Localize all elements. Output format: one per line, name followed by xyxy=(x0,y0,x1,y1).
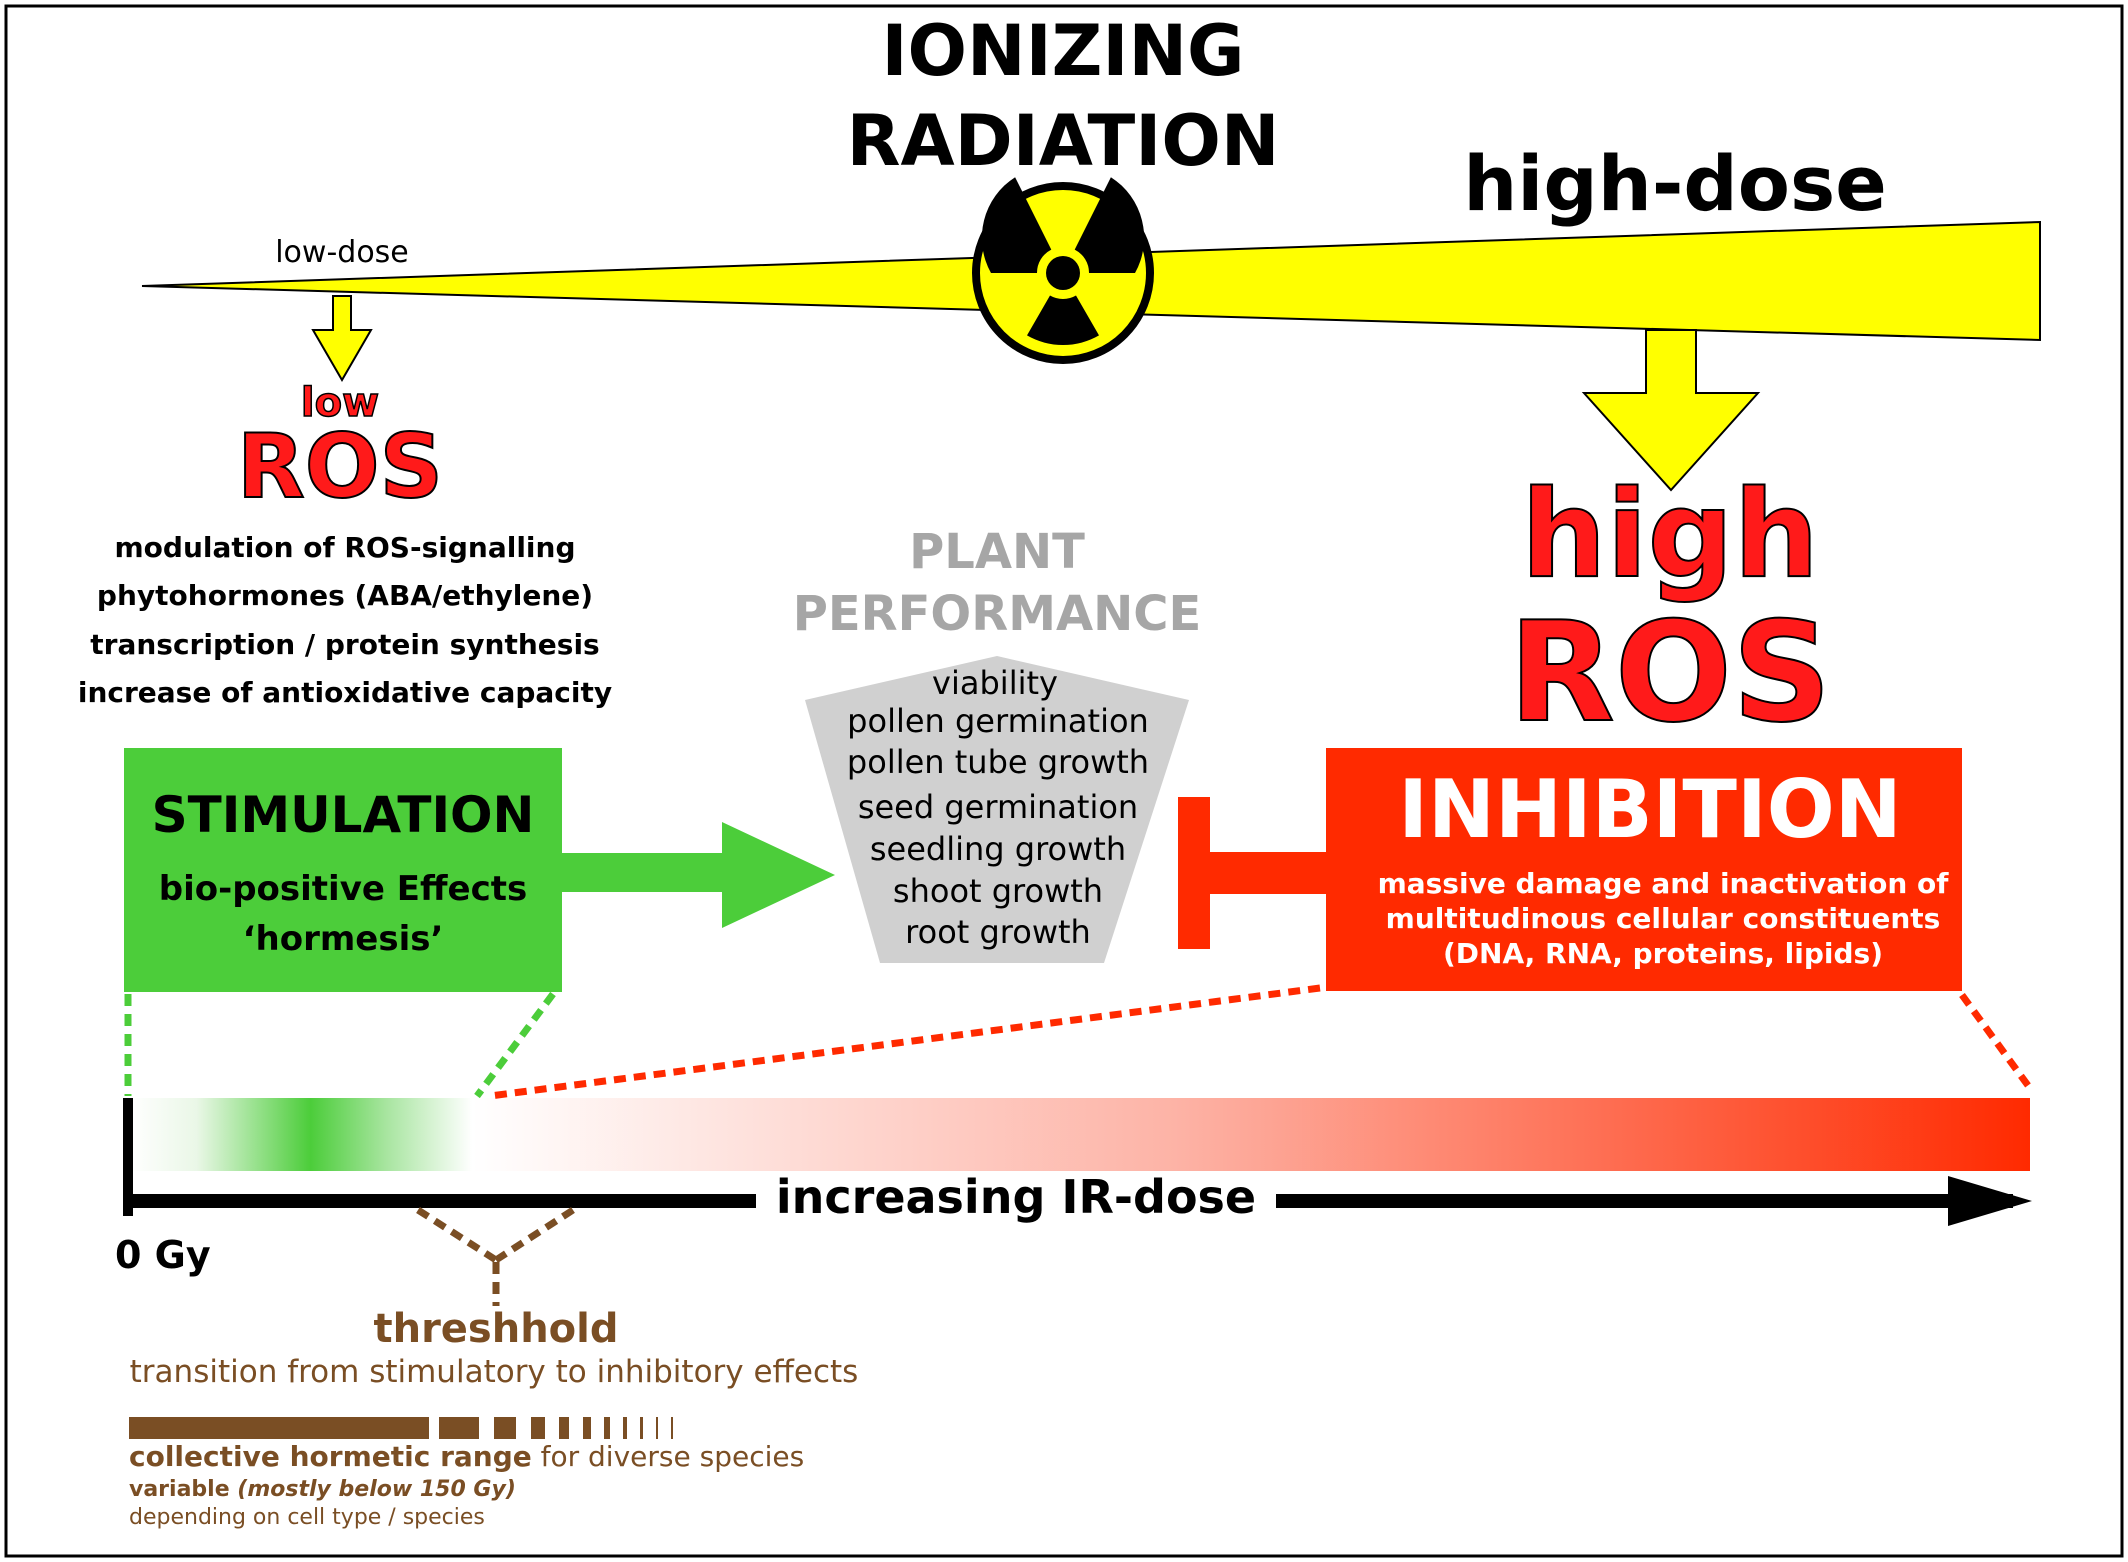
hormetic-range-note: depending on cell type / species xyxy=(129,1505,485,1530)
stimulation-arrow xyxy=(562,822,835,928)
dose-gradient-bar xyxy=(130,1098,2030,1171)
stimulation-line-1: bio-positive Effects xyxy=(159,869,528,909)
hormetic-range-bar xyxy=(129,1417,673,1439)
plant-performance-title-2: PERFORMANCE xyxy=(793,586,1202,642)
threshold-bracket xyxy=(416,1207,575,1306)
plant-performance-item: shoot growth xyxy=(893,872,1103,910)
plant-performance-item: pollen tube growth xyxy=(847,743,1149,781)
high-ros-line-2: ROS xyxy=(1509,592,1832,753)
low-dose-arrow xyxy=(311,295,373,382)
hormetic-range-variable: variable (mostly below 150 Gy) xyxy=(129,1477,516,1502)
inhibition-box xyxy=(1326,748,1962,991)
low-ros-small: low xyxy=(301,380,379,426)
title-line-2: RADIATION xyxy=(847,100,1280,182)
low-ros-effect: increase of antioxidative capacity xyxy=(78,676,612,709)
hormetic-range-variable-bold: variable xyxy=(129,1477,237,1502)
hormetic-range-bold: collective hormetic range xyxy=(129,1440,532,1473)
low-ros-effect: modulation of ROS-signalling xyxy=(114,531,575,564)
inhibition-t-bar xyxy=(1178,797,1326,949)
stimulation-title: STIMULATION xyxy=(152,786,535,844)
plant-performance-item: seed germination xyxy=(858,788,1138,826)
hormetic-range-label: collective hormetic range for diverse sp… xyxy=(129,1440,804,1473)
inhibition-line: multitudinous cellular constituents xyxy=(1386,902,1941,935)
inhibition-line: (DNA, RNA, proteins, lipids) xyxy=(1443,937,1883,970)
high-ros-line-1: high xyxy=(1521,466,1819,605)
stimulation-line-2: ‘hormesis’ xyxy=(243,919,444,959)
low-ros-effect: transcription / protein synthesis xyxy=(90,628,599,661)
axis-label-backdrop xyxy=(756,1172,1276,1228)
inhibition-title: INHIBITION xyxy=(1398,763,1901,856)
dose-axis-origin-label: 0 Gy xyxy=(115,1233,211,1277)
radiation-icon xyxy=(972,177,1154,364)
plant-performance-item: pollen germination xyxy=(847,702,1149,740)
hormetic-range-variable-italic: (mostly below 150 Gy) xyxy=(237,1477,516,1502)
low-ros-effects: modulation of ROS-signalling phytohormon… xyxy=(78,531,612,709)
plant-performance-item: viability xyxy=(932,664,1058,702)
plant-performance-list: viability pollen germination pollen tube… xyxy=(847,664,1149,951)
low-ros-effect: phytohormones (ABA/ethylene) xyxy=(97,579,593,612)
dotted-connectors xyxy=(124,984,2035,1100)
title-line-1: IONIZING xyxy=(881,10,1244,92)
threshold-title: threshhold xyxy=(373,1306,618,1352)
high-dose-arrow xyxy=(1581,329,1761,492)
dose-axis-origin-line xyxy=(123,1098,133,1216)
inhibition-line: massive damage and inactivation of xyxy=(1378,867,1950,900)
high-dose-label: high-dose xyxy=(1463,139,1887,228)
plant-performance-title-1: PLANT xyxy=(909,524,1085,580)
plant-performance-item: seedling growth xyxy=(870,830,1126,868)
threshold-subtitle: transition from stimulatory to inhibitor… xyxy=(130,1354,859,1390)
plant-performance-item: root growth xyxy=(905,913,1091,951)
hormetic-range-rest: for diverse species xyxy=(532,1440,804,1473)
stimulation-box xyxy=(124,748,562,992)
low-ros-big: ROS xyxy=(237,415,443,518)
low-dose-label: low-dose xyxy=(275,235,409,270)
plant-performance-box xyxy=(805,656,1189,963)
dose-axis-label: increasing IR-dose xyxy=(776,1170,1256,1224)
